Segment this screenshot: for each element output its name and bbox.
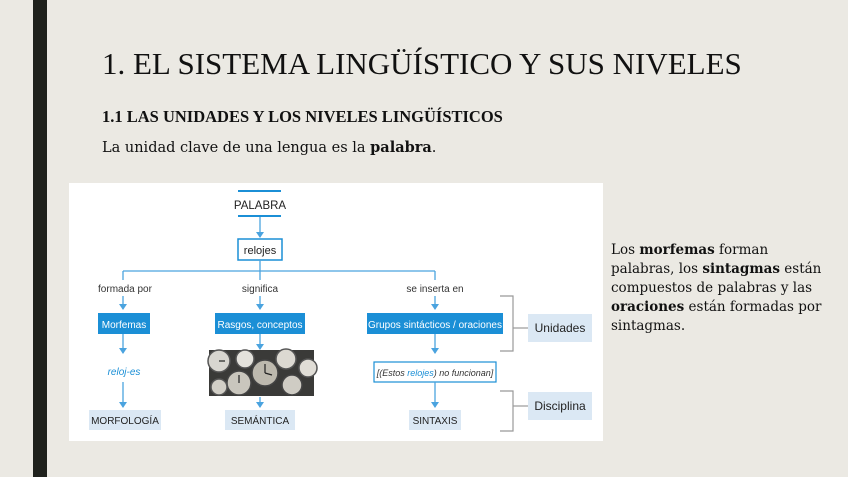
syntax-example: [(Estos relojes) no funcionan] (376, 368, 494, 378)
level-label: SEMÁNTICA (231, 414, 290, 427)
keyword-oraciones: oraciones (611, 299, 685, 315)
root-label: PALABRA (234, 200, 287, 212)
level-label: MORFOLOGÍA (91, 414, 159, 427)
intro-text: La unidad clave de una lengua es la pala… (102, 139, 437, 156)
relation-label: formada por (98, 284, 153, 295)
unit-box-grupos (367, 313, 503, 334)
row-label-units-box (528, 314, 592, 342)
unit-label: Rasgos, conceptos (217, 320, 302, 331)
unit-box-rasgos (215, 313, 305, 334)
clocks-photo (207, 348, 318, 396)
level-box-morfologia (89, 410, 161, 430)
slide-subtitle: 1.1 LAS UNIDADES Y LOS NIVELES LINGÜÍSTI… (102, 107, 503, 126)
side-explanation: Los morfemas forman palabras, los sintag… (611, 242, 822, 334)
relation-label: se inserta en (406, 284, 463, 295)
keyword-palabra: palabra (370, 139, 432, 156)
keyword-morfemas: morfemas (639, 242, 715, 258)
left-accent-bar (33, 0, 47, 477)
unit-label: Morfemas (102, 320, 146, 331)
example-label: relojes (244, 245, 277, 257)
row-label-discipline: Disciplina (534, 399, 586, 413)
slide-title: 1. EL SISTEMA LINGÜÍSTICO Y SUS NIVELES (102, 46, 742, 81)
level-box-semantica (225, 410, 295, 430)
keyword-sintagmas: sintagmas (702, 261, 780, 277)
level-box-sintaxis (409, 410, 461, 430)
level-label: SINTAXIS (413, 416, 458, 427)
unit-label: Grupos sintácticos / oraciones (368, 320, 502, 331)
row-label-units: Unidades (535, 321, 586, 335)
unit-box-morfemas (98, 313, 150, 334)
language-levels-diagram: PALABRA relojes formada por significa se… (69, 183, 603, 441)
row-label-discipline-box (528, 392, 592, 420)
example-morph: reloj-es (108, 367, 141, 378)
relation-label: significa (242, 284, 279, 295)
